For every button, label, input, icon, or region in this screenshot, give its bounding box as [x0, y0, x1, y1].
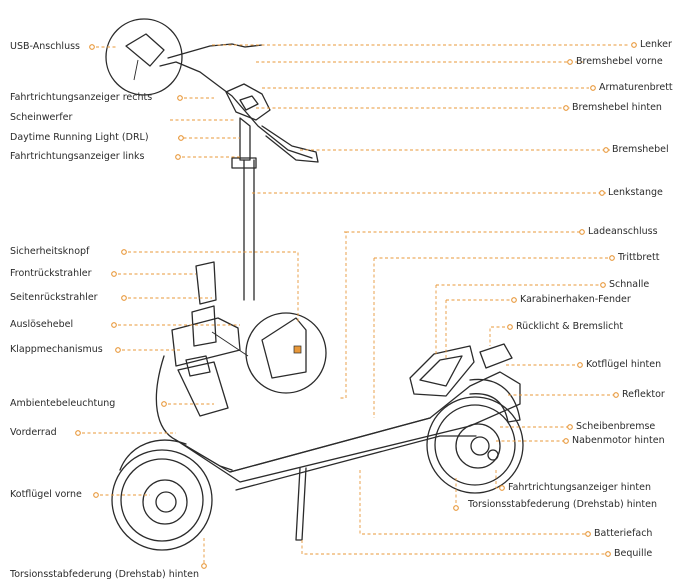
label-daytime-running-light: Daytime Running Light (DRL): [10, 132, 149, 143]
label-fahrtrichtungsanzeiger-hinten: Fahrtrichtungsanzeiger hinten: [508, 482, 651, 493]
label-reflektor: Reflektor: [622, 389, 665, 400]
label-torsionsstabfederung-vorne: Torsionsstabfederung (Drehstab) hinten: [10, 569, 199, 580]
front-wheel: [111, 449, 213, 551]
label-kotfluegel-hinten: Kotflügel hinten: [586, 359, 662, 370]
label-ausloesehebel: Auslösehebel: [10, 319, 74, 330]
label-ambientebeleuchtung: Ambientebeleuchtung: [10, 398, 116, 409]
label-kotfluegel-vorne: Kotflügel vorne: [10, 489, 82, 500]
fold-latch: [195, 261, 217, 305]
label-fahrtrichtungsanzeiger-rechts: Fahrtrichtungsanzeiger rechts: [10, 92, 153, 103]
label-trittbrett: Trittbrett: [618, 252, 660, 263]
scooter-line-art: [105, 18, 524, 551]
label-scheinwerfer: Scheinwerfer: [10, 112, 73, 123]
rear-fender: [469, 378, 521, 423]
label-klappmechanismus: Klappmechanismus: [10, 344, 103, 355]
handlebar: [167, 43, 263, 59]
leader-lines-left: [82, 46, 299, 563]
label-sicherheitsknopf: Sicherheitsknopf: [10, 246, 90, 257]
label-bremshebel: Bremshebel: [612, 144, 669, 155]
label-frontrueckstrahler: Frontrückstrahler: [10, 268, 92, 279]
label-seitenrueckstrahler: Seitenrückstrahler: [10, 292, 98, 303]
label-lenker: Lenker: [640, 39, 672, 50]
rear-box: [409, 345, 475, 397]
label-scheibenbremse: Scheibenbremse: [576, 421, 656, 432]
label-vorderrad: Vorderrad: [10, 427, 57, 438]
zoom-latch: [245, 312, 327, 394]
label-ruecklicht-bremslicht: Rücklicht & Bremslicht: [516, 321, 624, 332]
label-schnalle: Schnalle: [609, 279, 650, 290]
label-lenkstange: Lenkstange: [608, 187, 663, 198]
label-armaturenbrett: Armaturenbrett: [599, 82, 673, 93]
rear-wheel: [426, 396, 524, 494]
dashboard: [225, 83, 271, 121]
front-fender: [119, 439, 187, 471]
zoom-usb: [105, 18, 183, 96]
label-karabinerhaken-fender: Karabinerhaken-Fender: [520, 294, 631, 305]
kickstand: [295, 467, 307, 541]
label-batteriefach: Batteriefach: [594, 528, 653, 539]
right-grip: [261, 125, 319, 163]
label-ladeanschluss: Ladeanschluss: [588, 226, 658, 237]
endpoint-dots: [75, 42, 637, 569]
label-usb-anschluss: USB-Anschluss: [10, 41, 80, 52]
rear-light: [479, 343, 513, 369]
label-bremshebel-vorne: Bremshebel vorne: [576, 56, 663, 67]
label-fahrtrichtungsanzeiger-links: Fahrtrichtungsanzeiger links: [10, 151, 145, 162]
leader-lines-right: [212, 44, 630, 555]
label-bequille: Bequille: [614, 548, 653, 559]
label-bremshebel-hinten: Bremshebel hinten: [572, 102, 662, 113]
label-nabenmotor-hinten: Nabenmotor hinten: [572, 435, 665, 446]
label-torsionsstabfederung-hinten: Torsionsstabfederung (Drehstab) hinten: [468, 499, 657, 510]
